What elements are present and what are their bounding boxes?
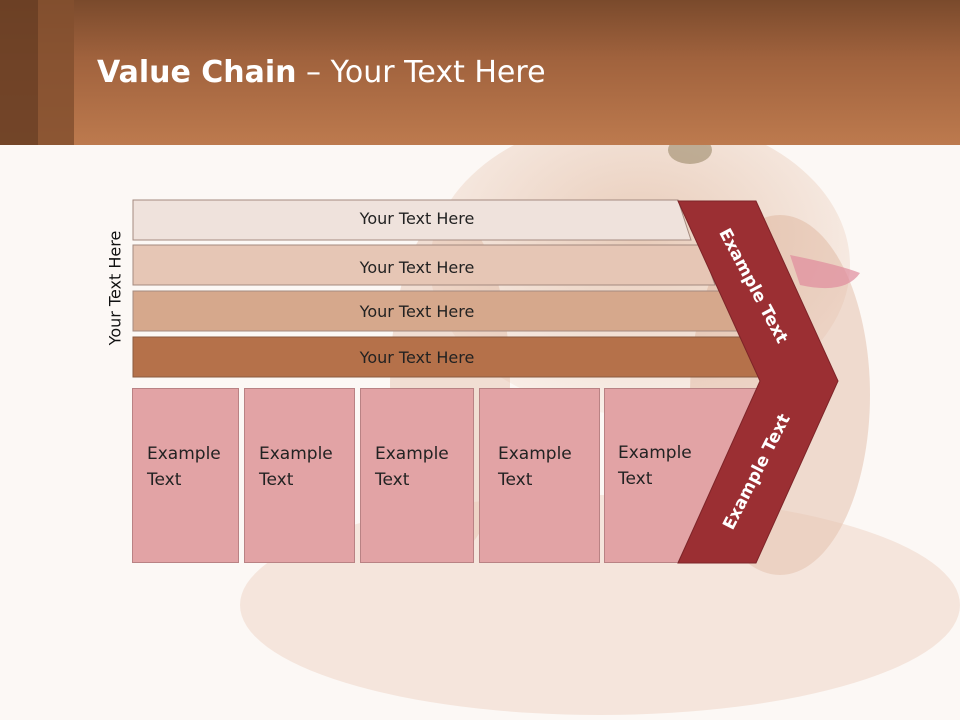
row-label: Your Text Here — [359, 257, 475, 277]
row-shape — [132, 244, 716, 286]
box-line: Text — [375, 470, 410, 490]
box-line: Text — [259, 470, 294, 490]
box-line: Example — [259, 444, 333, 464]
box-line: Text — [147, 470, 182, 490]
box-line: Example — [498, 444, 572, 464]
header-band: Value Chain – Your Text Here — [0, 0, 960, 145]
row-label: Your Text Here — [359, 208, 475, 228]
value-row-4: Your Text Here — [132, 336, 768, 378]
slide-title: Value Chain – Your Text Here — [97, 55, 546, 90]
row-label: Your Text Here — [359, 301, 475, 321]
box-line: Text — [498, 470, 533, 490]
value-row-1: Your Text Here — [132, 199, 693, 241]
box-line: Example — [375, 444, 449, 464]
chevron-arrow — [677, 200, 839, 564]
header-stripe — [38, 0, 74, 145]
title-rest: – Your Text Here — [296, 55, 546, 90]
row-label: Your Text Here — [359, 347, 475, 367]
box-line: Example — [618, 443, 692, 463]
value-row-2: Your Text Here — [132, 244, 718, 286]
row-shape — [132, 199, 692, 241]
box-line: Example — [147, 444, 221, 464]
box-line: Text — [618, 469, 653, 489]
header-stripe — [0, 0, 38, 145]
side-label-text: Your Text Here — [105, 230, 125, 346]
title-bold: Value Chain — [97, 55, 297, 90]
value-row-3: Your Text Here — [132, 290, 743, 332]
